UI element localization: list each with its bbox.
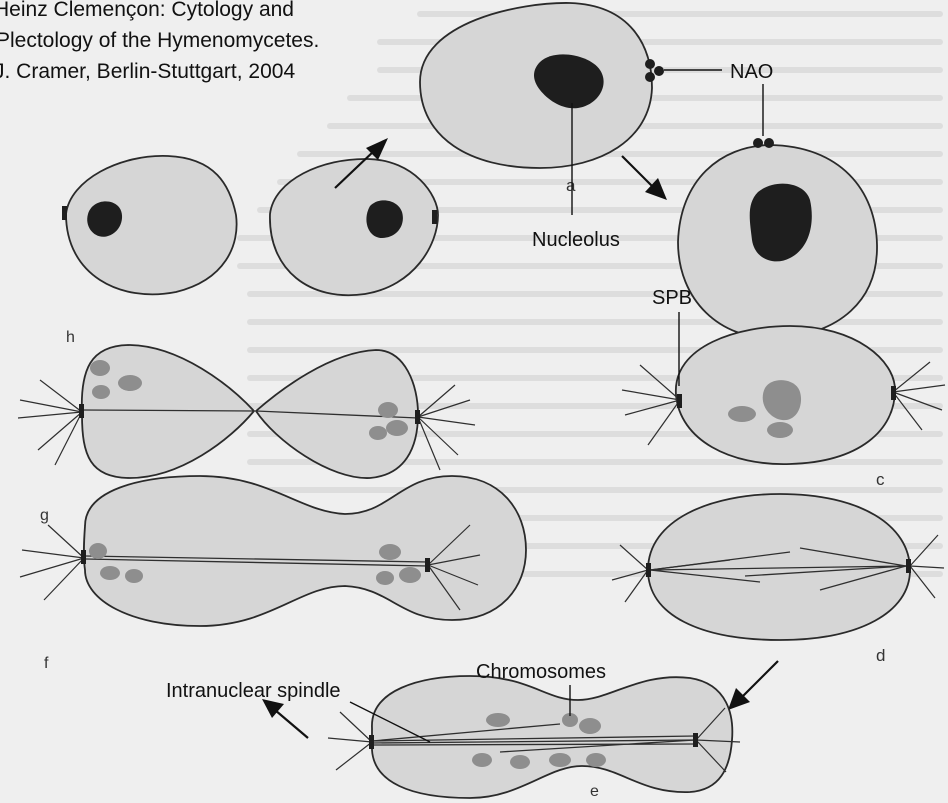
stage-c-spb: [677, 394, 682, 408]
stage-e-aster-left: [328, 712, 372, 770]
stage-a-nucleus: a: [420, 3, 664, 195]
stage-letter-d: d: [876, 646, 885, 665]
stage-letter-h: h: [66, 329, 75, 346]
stage-g-aster-right: [418, 385, 475, 470]
stage-d-spb: [646, 563, 651, 577]
spb-label: SPB: [652, 287, 692, 309]
stage-letter-a: a: [566, 176, 576, 195]
stage-e-spb: [693, 733, 698, 747]
stage-letter-c: c: [876, 470, 885, 489]
stage-h-spb: [62, 206, 67, 220]
stage-b-nao: [753, 138, 763, 148]
stage-a-nao: [645, 59, 655, 69]
citation: Heinz Clemençon: Cytology and Plectology…: [0, 0, 319, 83]
stage-a-nao: [654, 66, 664, 76]
arrow-a-to-b: [622, 156, 667, 200]
stage-d-spb: [906, 559, 911, 573]
stage-f-spb: [425, 558, 430, 572]
stage-e-spb: [369, 735, 374, 749]
chromosomes-label: Chromosomes: [476, 661, 606, 683]
intranuclear-spindle-label: Intranuclear spindle: [166, 680, 341, 702]
stage-e-nucleus: e: [328, 676, 740, 800]
stage-c-spb: [891, 386, 896, 400]
citation-line-2: Plectology of the Hymenomycetes.: [0, 29, 319, 52]
stage-g-spb: [79, 404, 84, 418]
stage-letter-g: g: [40, 507, 49, 524]
stage-b-nao: [764, 138, 774, 148]
stage-letter-f: f: [44, 655, 49, 672]
stage-f-aster-left: [20, 525, 84, 600]
stage-g-aster-left: [18, 380, 82, 465]
arrow-d-to-e: [728, 661, 778, 710]
nucleolus-label: Nucleolus: [532, 229, 620, 251]
citation-line-1: Heinz Clemençon: Cytology and: [0, 0, 294, 21]
stage-h-nucleus-left: [62, 156, 237, 294]
citation-line-3: J. Cramer, Berlin-Stuttgart, 2004: [0, 60, 295, 83]
stage-f-spb: [81, 550, 86, 564]
stage-letter-e: e: [590, 783, 599, 800]
stage-g-spb: [415, 410, 420, 424]
stage-c-aster-right: [893, 362, 945, 430]
stage-f-nucleus: f: [20, 476, 526, 672]
nao-label: NAO: [730, 61, 773, 83]
stage-a-nao: [645, 72, 655, 82]
stage-h-spb: [432, 210, 437, 224]
stage-h-nucleus-right: [270, 159, 438, 295]
arrow-e-to-f: [262, 699, 308, 738]
